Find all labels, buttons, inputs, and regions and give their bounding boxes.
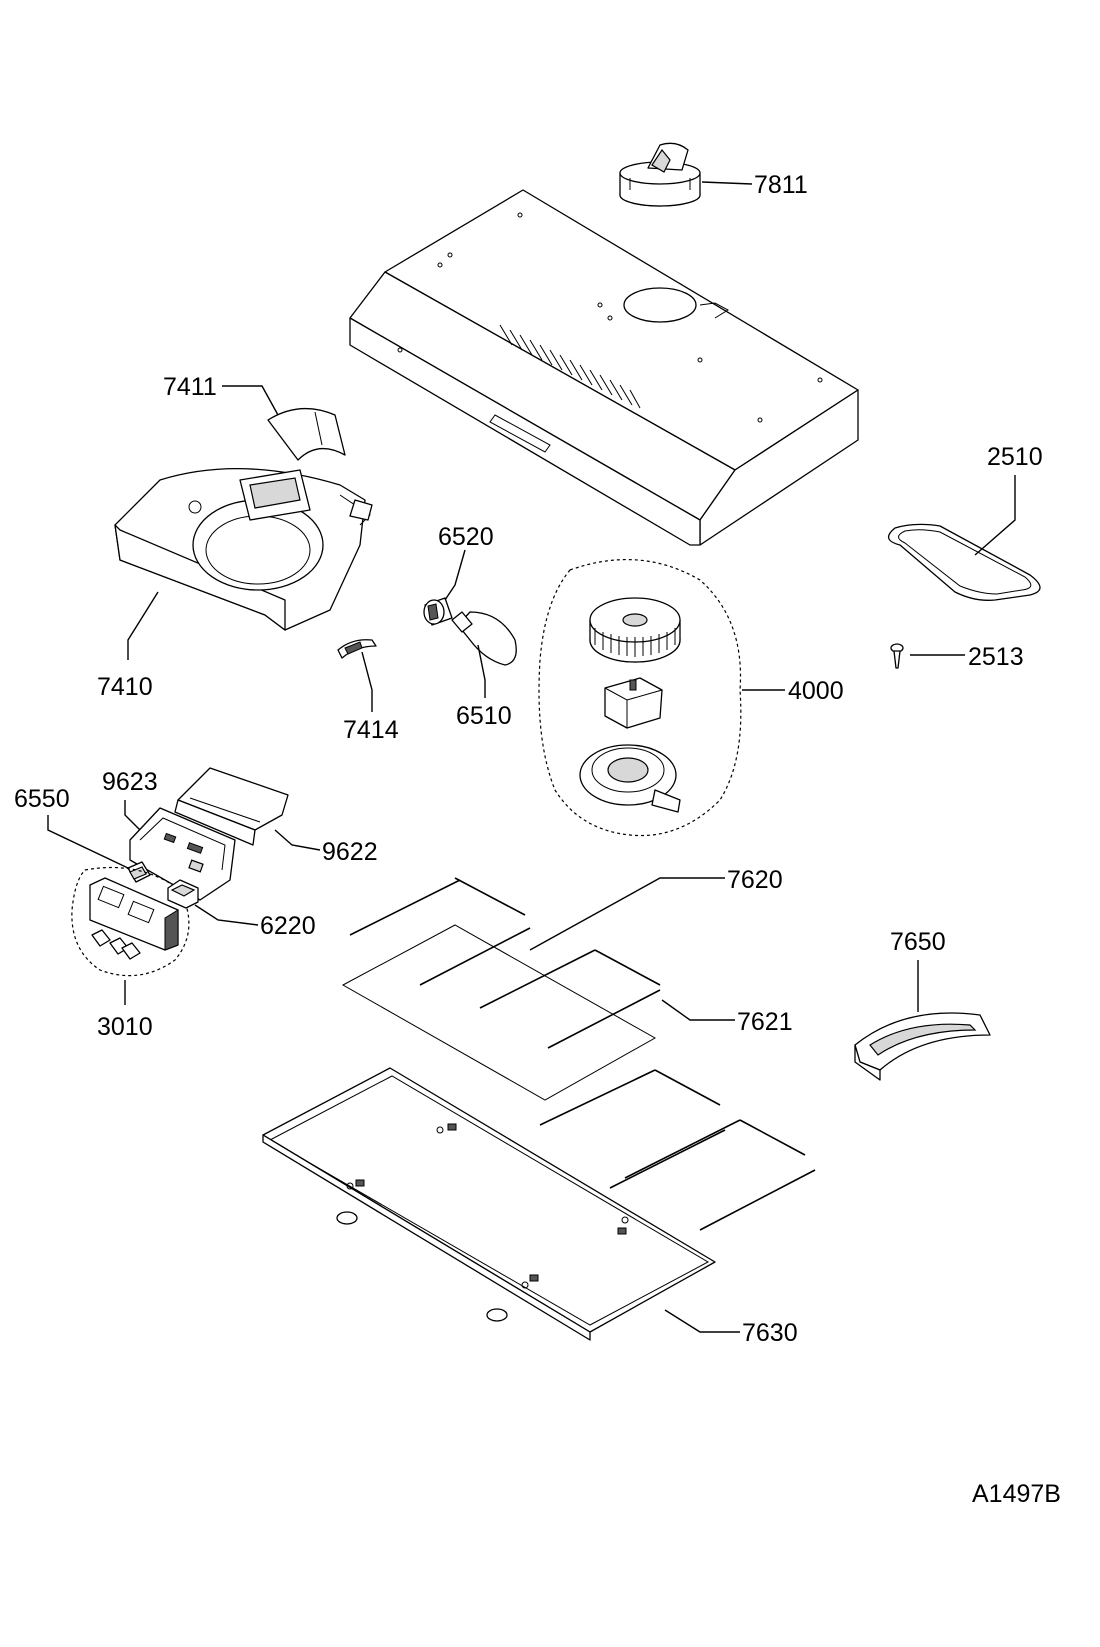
part-6550-switch <box>127 861 151 883</box>
part-9622-control-cover <box>174 767 289 846</box>
part-9623-control-bracket <box>129 807 236 901</box>
leader-9623 <box>124 800 141 831</box>
part-6520-lamp-holder <box>423 597 453 626</box>
part-4000-scroll-base <box>579 744 681 813</box>
label-7411: 7411 <box>163 373 217 401</box>
label-9623: 9623 <box>102 768 158 796</box>
leader-7620 <box>529 877 725 951</box>
leader-7630 <box>664 1309 740 1333</box>
label-6220: 6220 <box>260 912 316 940</box>
part-hood-body <box>349 189 859 546</box>
leader-7410 <box>127 591 159 660</box>
label-7811: 7811 <box>754 171 808 199</box>
label-2510: 2510 <box>987 443 1043 471</box>
part-7410-blower-housing <box>114 468 373 631</box>
label-7410: 7410 <box>97 673 153 701</box>
part-6510-lamp-bulb <box>451 611 517 666</box>
leader-6510 <box>477 644 486 698</box>
label-6550: 6550 <box>14 785 70 813</box>
label-7650: 7650 <box>890 928 946 956</box>
leader-7621 <box>661 999 735 1021</box>
part-7811-duct-connector <box>619 142 701 207</box>
label-7620: 7620 <box>727 866 783 894</box>
part-4000-motor <box>604 677 663 729</box>
leader-7411 <box>222 385 279 416</box>
leader-6220 <box>194 904 259 926</box>
part-2513-screw <box>890 643 904 669</box>
part-7414-clip <box>337 639 377 659</box>
leader-7414 <box>361 651 373 712</box>
label-6520: 6520 <box>438 523 494 551</box>
part-7411-damper-flap <box>267 407 346 461</box>
part-extra-filter-rods <box>539 1069 816 1231</box>
vent-slots <box>499 324 641 409</box>
label-7414: 7414 <box>343 716 399 744</box>
label-3010: 3010 <box>97 1013 153 1041</box>
leader-2510 <box>974 475 1016 556</box>
diagram-code: A1497B <box>972 1480 1061 1508</box>
part-3010-control-panel <box>89 877 179 960</box>
part-7621-filter-panel <box>341 924 657 1101</box>
label-6510: 6510 <box>456 702 512 730</box>
label-9622: 9622 <box>322 838 378 866</box>
part-4000-fan-wheel <box>589 597 681 663</box>
leader-6550 <box>47 815 129 869</box>
part-2510-gasket <box>888 523 1041 601</box>
leader-9622 <box>274 829 321 851</box>
leader-7811 <box>701 181 753 185</box>
part-7620-filter-upper <box>349 877 661 1049</box>
part-7650-filter-frame <box>854 1012 991 1081</box>
part-6220-switch-block <box>167 879 199 909</box>
label-7630: 7630 <box>742 1319 798 1347</box>
leader-6520 <box>444 549 466 601</box>
label-4000: 4000 <box>788 677 844 705</box>
part-4000-assembly-boundary <box>538 558 742 837</box>
part-7630-bottom-panel <box>262 1067 716 1341</box>
label-2513: 2513 <box>968 643 1024 671</box>
label-7621: 7621 <box>737 1008 793 1036</box>
